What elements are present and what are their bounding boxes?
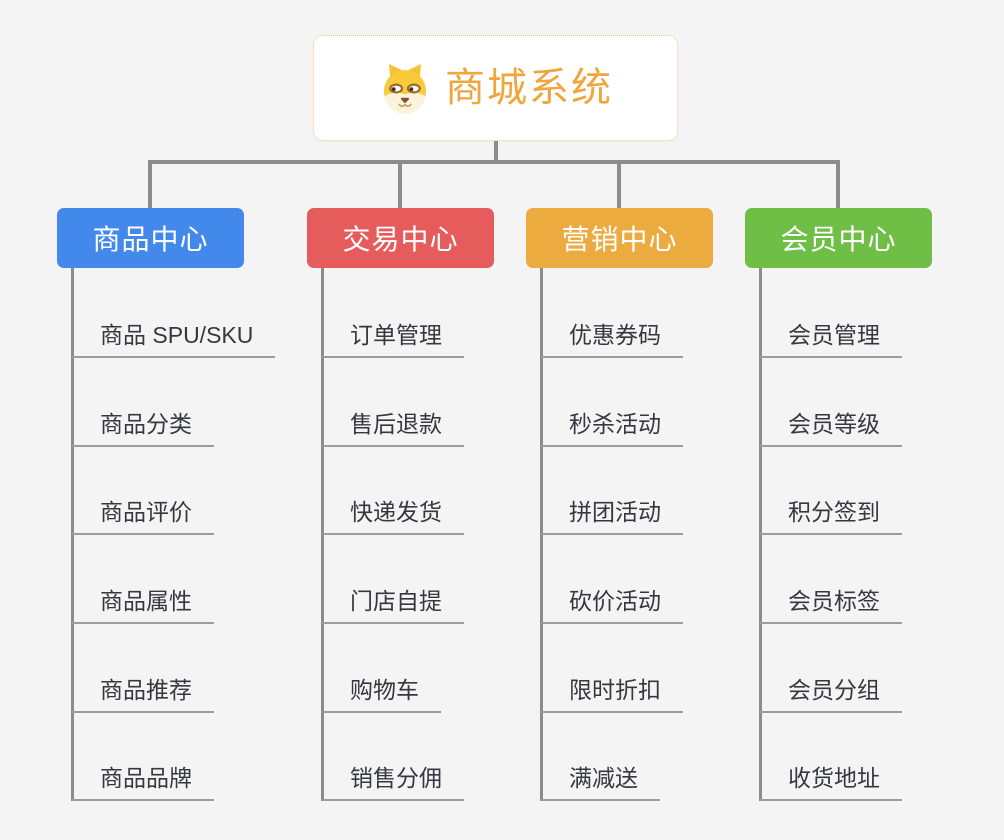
subtopic[interactable]: 拼团活动: [541, 498, 683, 535]
branch-column-4: 会员中心 会员管理 会员等级 积分签到 会员标签 会员分组 收货地址: [745, 160, 1004, 840]
subtopic[interactable]: 订单管理: [322, 321, 464, 358]
branch-column-2: 交易中心 订单管理 售后退款 快递发货 门店自提 购物车 销售分佣: [307, 160, 567, 840]
subtopic[interactable]: 会员分组: [760, 676, 902, 713]
connector-drop: [398, 160, 402, 208]
branch-topic[interactable]: 会员中心: [745, 208, 932, 268]
connector-bus: [148, 160, 840, 164]
subtopic[interactable]: 会员管理: [760, 321, 902, 358]
subtopic[interactable]: 快递发货: [322, 498, 464, 535]
subtopic[interactable]: 满减送: [541, 764, 660, 801]
subtopic[interactable]: 商品推荐: [72, 676, 214, 713]
subtopic[interactable]: 积分签到: [760, 498, 902, 535]
branch-column-1: 商品中心 商品 SPU/SKU 商品分类 商品评价 商品属性 商品推荐 商品品牌: [57, 160, 317, 840]
branch-topic[interactable]: 营销中心: [526, 208, 713, 268]
branch-topic[interactable]: 商品中心: [57, 208, 244, 268]
branch-topic[interactable]: 交易中心: [307, 208, 494, 268]
subtopic[interactable]: 商品评价: [72, 498, 214, 535]
branch-topic-label: 营销中心: [561, 224, 678, 255]
subtopic[interactable]: 销售分佣: [322, 764, 464, 801]
subtopic[interactable]: 秒杀活动: [541, 410, 683, 447]
subtopic[interactable]: 优惠券码: [541, 321, 683, 358]
branch-topic-label: 会员中心: [780, 224, 897, 255]
subtopic[interactable]: 购物车: [322, 676, 441, 713]
subtopic[interactable]: 商品分类: [72, 410, 214, 447]
subtopic[interactable]: 售后退款: [322, 410, 464, 447]
connector-drop: [148, 160, 152, 208]
subtopic[interactable]: 商品属性: [72, 587, 214, 624]
branch-column-3: 营销中心 优惠券码 秒杀活动 拼团活动 砍价活动 限时折扣 满减送: [526, 160, 786, 840]
branch-topic-label: 交易中心: [342, 224, 459, 255]
subtopic[interactable]: 商品 SPU/SKU: [72, 321, 276, 358]
subtopic[interactable]: 会员标签: [760, 587, 902, 624]
subtopic[interactable]: 限时折扣: [541, 676, 683, 713]
subtopic[interactable]: 门店自提: [322, 587, 464, 624]
subtopic[interactable]: 收货地址: [760, 764, 902, 801]
subtopic[interactable]: 砍价活动: [541, 587, 683, 624]
connector-drop: [836, 160, 840, 208]
subtopic[interactable]: 会员等级: [760, 410, 902, 447]
connector-root-stub: [494, 141, 498, 164]
connector-drop: [617, 160, 621, 208]
root-topic-title: 商城系统: [445, 66, 613, 110]
dog-icon: [378, 63, 432, 114]
subtopic[interactable]: 商品品牌: [72, 764, 214, 801]
branch-topic-label: 商品中心: [92, 224, 209, 255]
root-topic[interactable]: 商城系统: [313, 35, 678, 141]
